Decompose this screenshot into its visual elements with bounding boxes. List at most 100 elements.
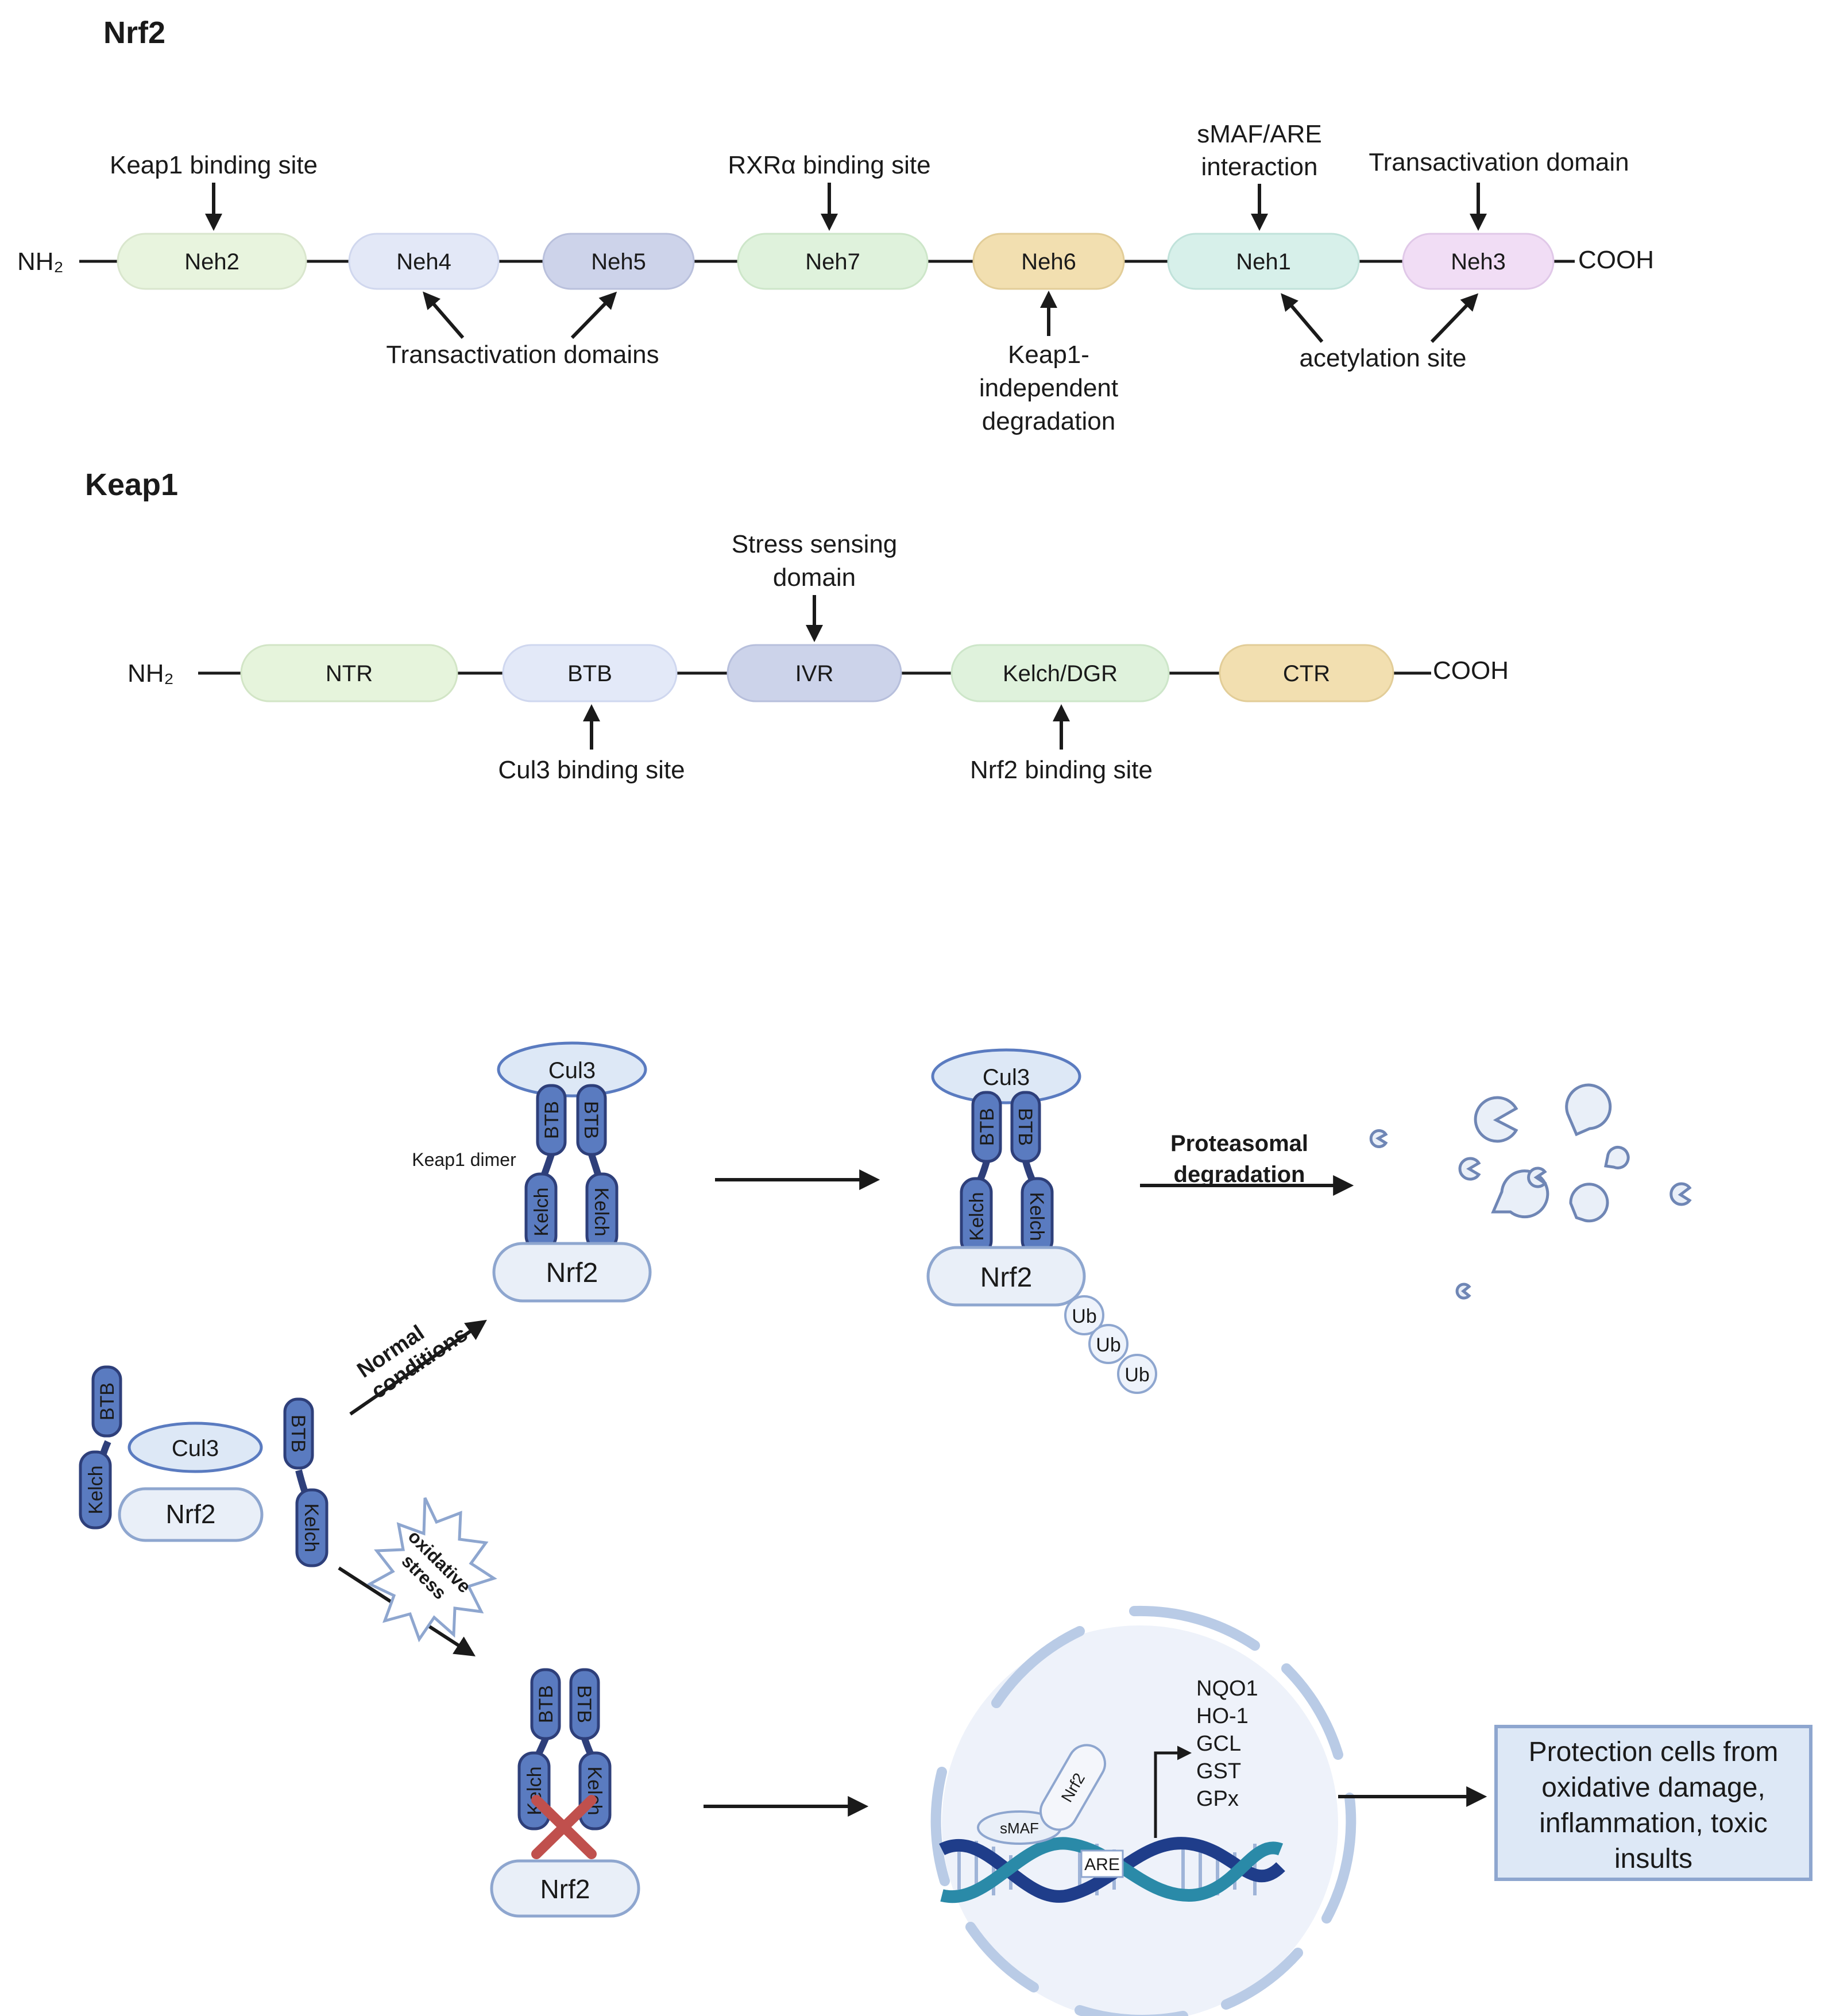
keap1-domain-map: Keap1 NH₂ COOH NTR BTB IVR Kelch/DGR CTR… (85, 468, 1509, 784)
oxidative-stress-burst: oxidative stress (366, 1497, 497, 1643)
keap1-domain-kelch-dgr-label: Kelch/DGR (1003, 661, 1118, 686)
nrf2-domain-neh4: Neh4 (348, 233, 500, 290)
ox-kelch-left: Kelch (519, 1753, 549, 1829)
nrf2-transactivation-domains-label: Transactivation domains (386, 341, 659, 369)
start-complex: BTB Kelch Cul3 Nrf2 BTB Kelch (80, 1367, 327, 1566)
gene-gcl: GCL (1196, 1732, 1241, 1756)
normal-conditions-label: Normal conditions (353, 1320, 472, 1404)
start-kelch-right: Kelch (297, 1490, 327, 1566)
keap1-section-title: Keap1 (85, 468, 178, 502)
start-nrf2 (118, 1487, 264, 1542)
ub-1 (1064, 1295, 1104, 1335)
gene-ho1: HO-1 (1196, 1704, 1249, 1728)
keap1-domain-ctr-shape (1219, 644, 1394, 702)
svg-text:Ub: Ub (1096, 1334, 1120, 1356)
svg-text:Ub: Ub (1124, 1364, 1149, 1386)
start-btb-left: BTB (93, 1367, 121, 1436)
dimer-nrf2 (492, 1242, 652, 1303)
nrf2-domain-neh1-shape (1167, 233, 1360, 290)
keap1-nterm-label: NH₂ (127, 659, 174, 688)
svg-text:Kelch: Kelch (300, 1503, 322, 1552)
gene-gst: GST (1196, 1759, 1241, 1783)
keap1-domain-btb-label: BTB (567, 661, 612, 686)
start-kelch-left: Kelch (80, 1452, 110, 1528)
nrf2-nterm-label: NH₂ (17, 248, 64, 276)
nrf2-acetylation-label: acetylation site (1299, 344, 1466, 372)
nucleus-nrf2: Nrf2 (1039, 1744, 1106, 1831)
nrf2-smaf-label-line2: interaction (1201, 153, 1317, 181)
are-label: ARE (1084, 1855, 1120, 1874)
nrf2-domain-neh6: Neh6 (972, 233, 1125, 290)
nrf2-acetylation-arrow-neh3 (1430, 293, 1479, 343)
nrf2-acetylation-arrow-neh1 (1281, 293, 1324, 343)
outcome-line3: inflammation, toxic (1539, 1808, 1767, 1839)
nrf2-domain-neh6-label: Neh6 (1021, 249, 1076, 275)
transcription-arrow (1154, 1745, 1192, 1838)
outcome-box: Protection cells from oxidative damage, … (1494, 1725, 1812, 1881)
keap1-cul3-binding-label: Cul3 binding site (498, 756, 685, 784)
proteasomal-label-line1: Proteasomal (1170, 1131, 1308, 1156)
svg-text:Kelch: Kelch (531, 1187, 552, 1236)
dimer-cul3 (497, 1041, 647, 1098)
ub-kelch-right: Kelch (1022, 1179, 1052, 1254)
nrf2-transactivation-domain-label: Transactivation domain (1369, 148, 1629, 176)
nrf2-domain-neh7: Neh7 (737, 233, 929, 290)
normal-conditions-arrow (349, 1319, 487, 1416)
gene-nqo1: NQO1 (1196, 1677, 1258, 1701)
outcome-line1: Protection cells from (1529, 1737, 1779, 1767)
dimer-kelch-right: Kelch (587, 1174, 617, 1250)
pathway: BTB Kelch Cul3 Nrf2 BTB Kelch Normal (80, 1041, 1812, 2016)
nrf2-smaf-label-line1: sMAF/ARE (1197, 120, 1322, 148)
nrf2-domain-neh5-label: Neh5 (591, 249, 646, 275)
nrf2-domain-neh7-shape (737, 233, 929, 290)
keap1-domain-ctr-label: CTR (1283, 661, 1330, 686)
ub-cul3 (931, 1048, 1081, 1104)
start-btb-right: BTB (285, 1399, 312, 1468)
svg-text:Kelch: Kelch (1026, 1192, 1048, 1241)
ox-btb-left: BTB (532, 1670, 559, 1739)
keap1-domain-btb-shape (502, 644, 678, 702)
nrf2-rxra-binding-label: RXRα binding site (728, 151, 930, 179)
nrf2-domain-neh3-label: Neh3 (1451, 249, 1506, 275)
dimer-nrf2-label: Nrf2 (546, 1258, 598, 1288)
svg-text:BTB: BTB (976, 1108, 998, 1146)
svg-text:BTB: BTB (541, 1101, 563, 1139)
ub-nrf2 (926, 1246, 1086, 1307)
start-nrf2-label: Nrf2 (166, 1499, 216, 1529)
keap1-stress-label-line2: domain (773, 563, 856, 592)
dimer-cul3-label: Cul3 (548, 1058, 596, 1083)
nrf2-keap1-independent-line3: degradation (982, 407, 1115, 435)
ubiquitinated-complex: Cul3 BTB BTB Kelch Kelch Nrf2 Ub Ub Ub (926, 1048, 1157, 1394)
svg-text:BTB: BTB (580, 1101, 602, 1139)
nrf2-cterm-label: COOH (1578, 246, 1654, 274)
nrf2-domain-neh3: Neh3 (1402, 233, 1555, 290)
nrf2-domain-neh5-shape (542, 233, 695, 290)
keap1-domain-ntr-label: NTR (326, 661, 373, 686)
keap1-domain-ivr-label: IVR (795, 661, 834, 686)
svg-text:BTB: BTB (573, 1685, 595, 1723)
nrf2-domain-neh5: Neh5 (542, 233, 695, 290)
svg-text:BTB: BTB (1014, 1108, 1036, 1146)
nrf2-domain-neh2-shape (117, 233, 307, 290)
svg-text:BTB: BTB (96, 1382, 118, 1420)
ub-2 (1088, 1324, 1129, 1364)
keap1-nrf2-binding-label: Nrf2 binding site (970, 756, 1153, 784)
outcome-line2: oxidative damage, (1541, 1772, 1765, 1803)
nucleus-interior (942, 1625, 1338, 2016)
keap1-dimer-label: Keap1 dimer (412, 1149, 516, 1170)
nrf2-domain-map: Nrf2 NH₂ COOH Neh2 Neh4 Neh5 Neh7 Neh6 N… (17, 16, 1654, 435)
svg-text:Ub: Ub (1072, 1306, 1096, 1327)
are-element (1080, 1849, 1124, 1878)
keap1-domain-kelch-dgr-shape (950, 644, 1170, 702)
nrf2-domain-neh4-shape (348, 233, 500, 290)
nrf2-section-title: Nrf2 (103, 16, 165, 50)
keap1-domain-ctr: CTR (1219, 644, 1394, 702)
nrf2-domain-neh2: Neh2 (117, 233, 307, 290)
ub-cul3-label: Cul3 (983, 1065, 1030, 1090)
svg-text:Kelch: Kelch (590, 1187, 612, 1236)
dissociation-x-mark (531, 1795, 597, 1859)
keap1-domain-btb: BTB (502, 644, 678, 702)
keap1-cterm-label: COOH (1433, 656, 1509, 685)
ub-btb-left: BTB (973, 1092, 1000, 1161)
proteasomal-label-line2: degradation (1174, 1162, 1305, 1187)
